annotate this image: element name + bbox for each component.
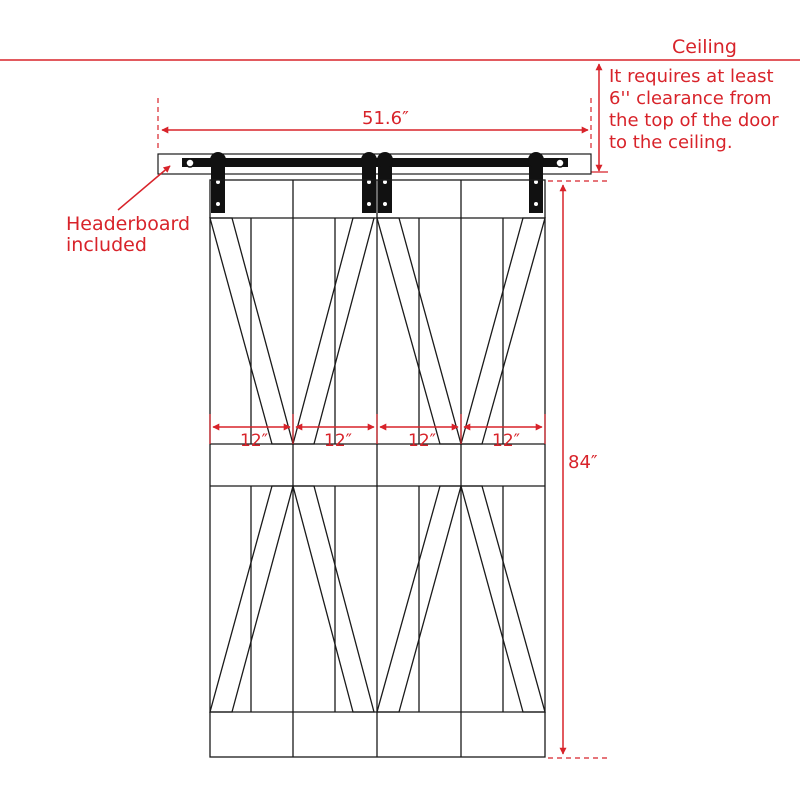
headerboard-pointer xyxy=(117,165,171,211)
svg-text:included: included xyxy=(66,234,147,256)
track-bolt xyxy=(185,158,195,168)
door-height-label: 84″ xyxy=(568,452,598,473)
ceiling-label: Ceiling xyxy=(672,36,737,58)
panel-width-label: 12″ xyxy=(324,431,352,451)
x-brace xyxy=(292,485,375,713)
roller-hanger-1 xyxy=(210,152,226,213)
svg-text:the top of the door: the top of the door xyxy=(609,110,779,131)
panel-width-label: 12″ xyxy=(492,431,520,451)
roller-hanger-4 xyxy=(528,152,544,213)
clearance-note: It requires at least 6'' clearance from … xyxy=(609,66,779,153)
panel-width-label: 12″ xyxy=(240,431,268,451)
panel-width-dimensions: 12″ 12″ 12″ 12″ xyxy=(209,414,546,451)
track-width-label: 51.6″ xyxy=(362,108,409,129)
door xyxy=(209,179,546,758)
svg-text:to the ceiling.: to the ceiling. xyxy=(609,132,733,153)
x-brace xyxy=(460,485,546,713)
svg-text:Headerboard: Headerboard xyxy=(66,213,190,235)
x-brace xyxy=(292,217,375,445)
headerboard-note: Headerboard included xyxy=(66,213,190,256)
track-bolt xyxy=(555,158,565,168)
roller-hanger-2 xyxy=(361,152,377,213)
svg-text:6'' clearance from: 6'' clearance from xyxy=(609,88,772,109)
svg-text:It requires at least: It requires at least xyxy=(609,66,774,87)
panel-width-label: 12″ xyxy=(408,431,436,451)
roller-hanger-3 xyxy=(377,152,393,213)
